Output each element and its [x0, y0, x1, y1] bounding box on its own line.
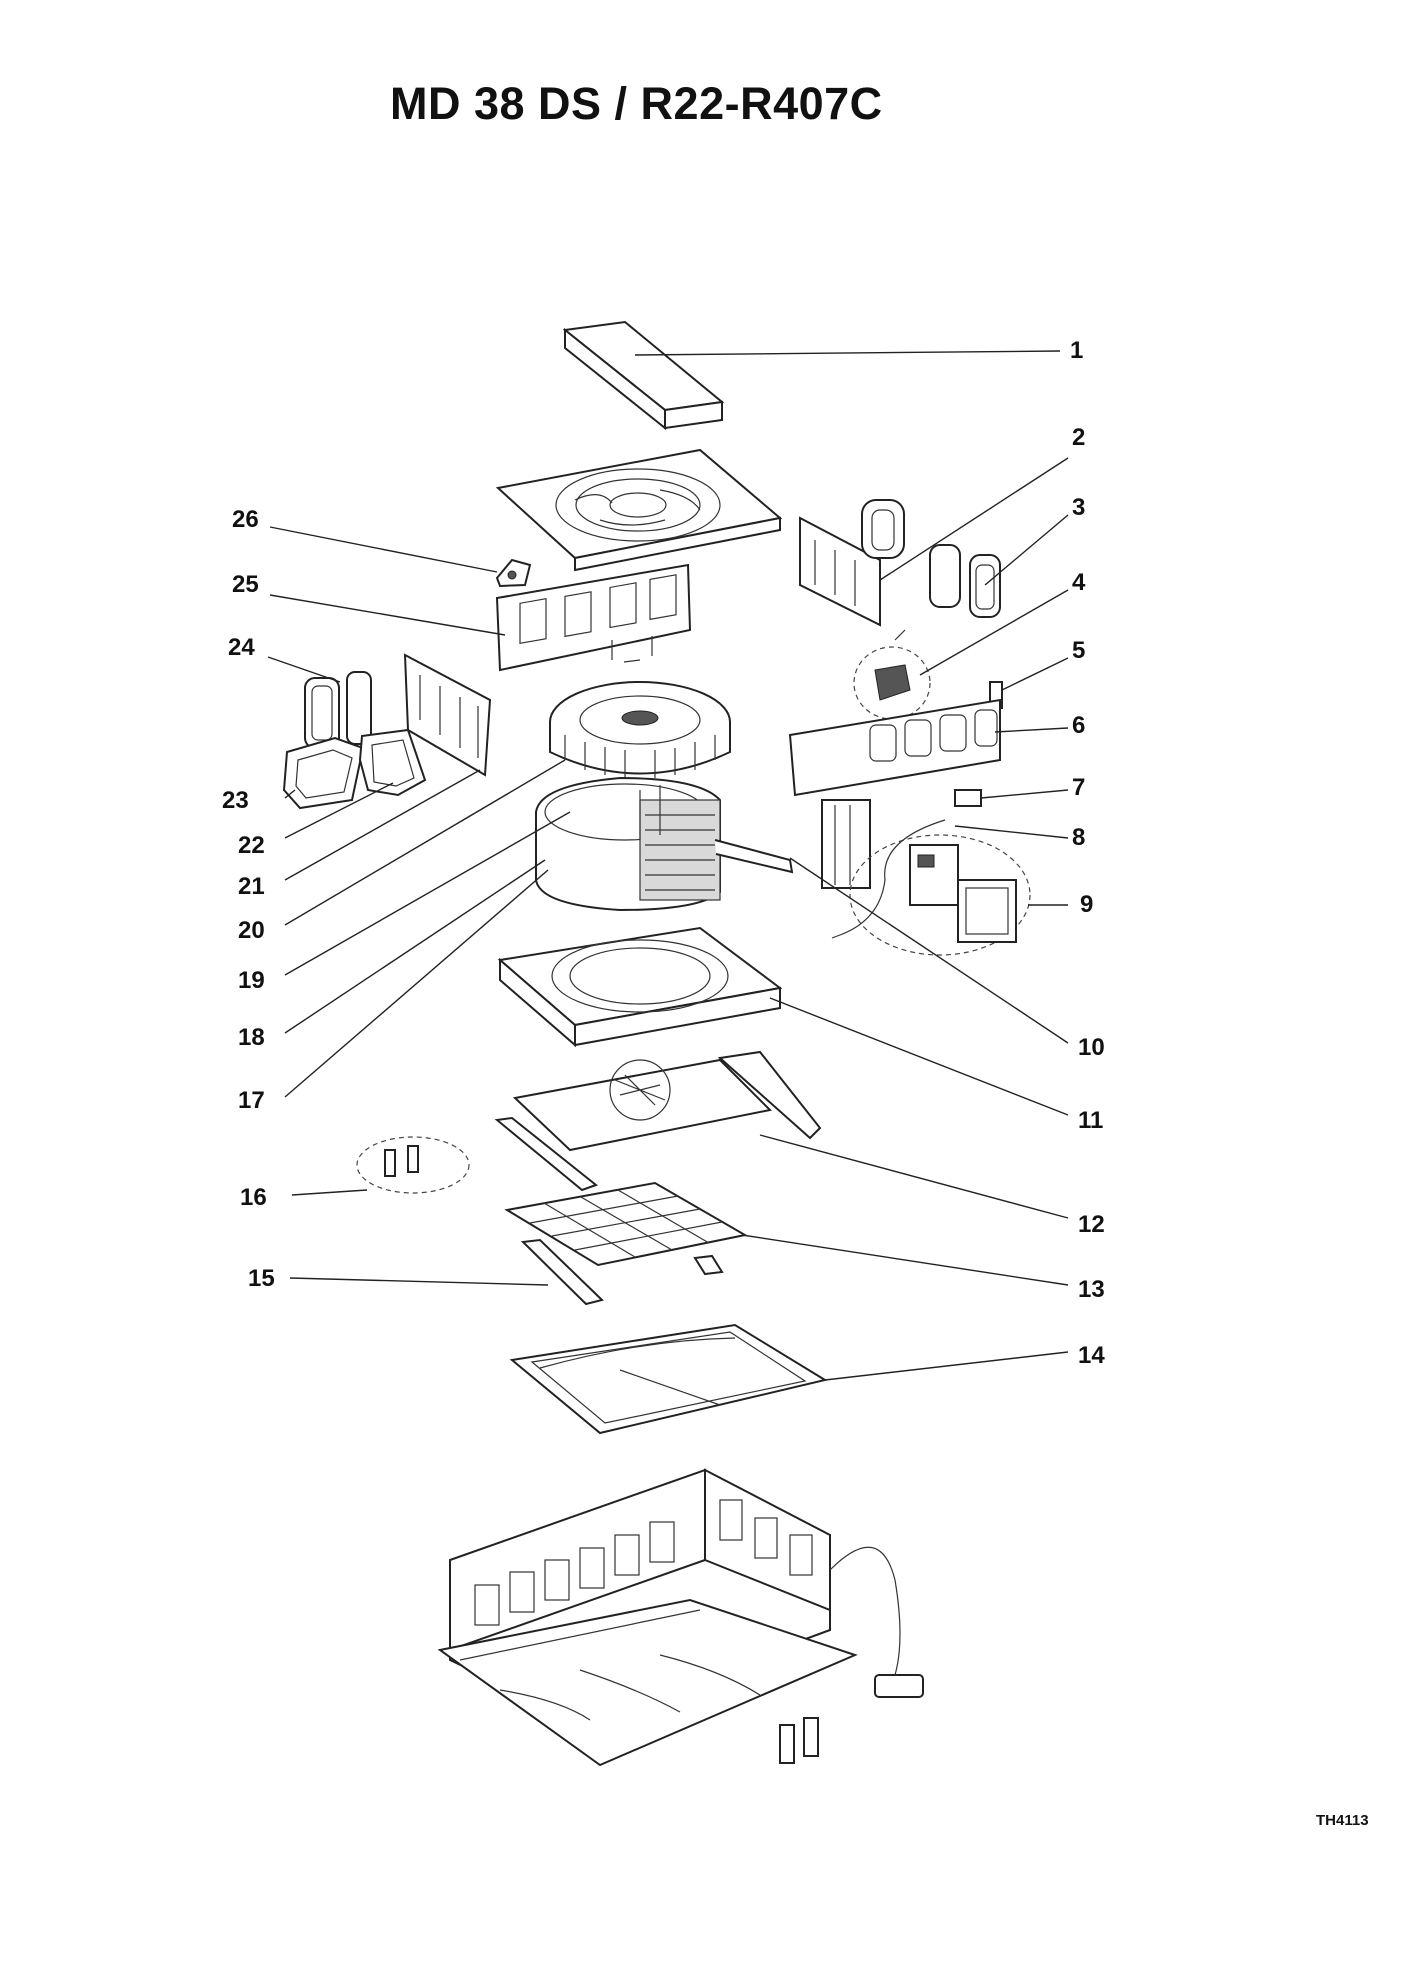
callout-23: 23	[222, 787, 249, 814]
callout-22: 22	[238, 832, 265, 859]
callout-labels: 1 2 3 4 5 6 7 8 9 10 11 12 13 14 15 16 1…	[222, 337, 1105, 1369]
diagram-title: MD 38 DS / R22-R407C	[390, 78, 883, 129]
assembled-unit	[437, 1468, 924, 1767]
callout-18: 18	[238, 1024, 265, 1051]
callout-5: 5	[1072, 637, 1085, 664]
part-12-grille-frame	[494, 1050, 822, 1192]
callout-6: 6	[1072, 712, 1085, 739]
leader-lines	[267, 350, 1069, 1381]
callout-26: 26	[232, 506, 259, 533]
callout-21: 21	[238, 873, 265, 900]
parts-17-19-coil-ring	[535, 776, 794, 912]
callout-17: 17	[238, 1087, 265, 1114]
callout-13: 13	[1078, 1276, 1105, 1303]
callout-8: 8	[1072, 824, 1085, 851]
callout-10: 10	[1078, 1034, 1105, 1061]
part-16-clips	[356, 1136, 470, 1194]
callout-14: 14	[1078, 1342, 1105, 1369]
callout-16: 16	[240, 1184, 267, 1211]
callout-19: 19	[238, 967, 265, 994]
callout-9: 9	[1080, 891, 1093, 918]
callout-25: 25	[232, 571, 259, 598]
part-20-blower-wheel	[549, 681, 731, 778]
top-chassis-plate	[495, 448, 783, 572]
callout-1: 1	[1070, 337, 1083, 364]
part-11-drain-pan	[497, 926, 783, 1048]
callout-2: 2	[1072, 424, 1085, 451]
document-id: TH4113	[1316, 1812, 1369, 1829]
callout-11: 11	[1078, 1107, 1103, 1134]
part-26-bracket	[495, 558, 532, 588]
callout-3: 3	[1072, 494, 1085, 521]
callout-4: 4	[1072, 569, 1086, 596]
part-1-top-cover	[562, 320, 725, 431]
callout-7: 7	[1072, 774, 1085, 801]
callout-24: 24	[228, 634, 255, 661]
callout-20: 20	[238, 917, 265, 944]
parts-2-6-right-assembly	[788, 499, 1003, 797]
part-15-strip	[520, 1238, 724, 1306]
parts-7-9-electrical	[821, 789, 1031, 956]
part-14-outer-frame	[509, 1323, 828, 1435]
part-25-side-panel	[495, 563, 692, 672]
parts-21-24-left-duct-pieces	[282, 653, 492, 810]
callout-15: 15	[248, 1265, 275, 1292]
callout-12: 12	[1078, 1211, 1105, 1238]
